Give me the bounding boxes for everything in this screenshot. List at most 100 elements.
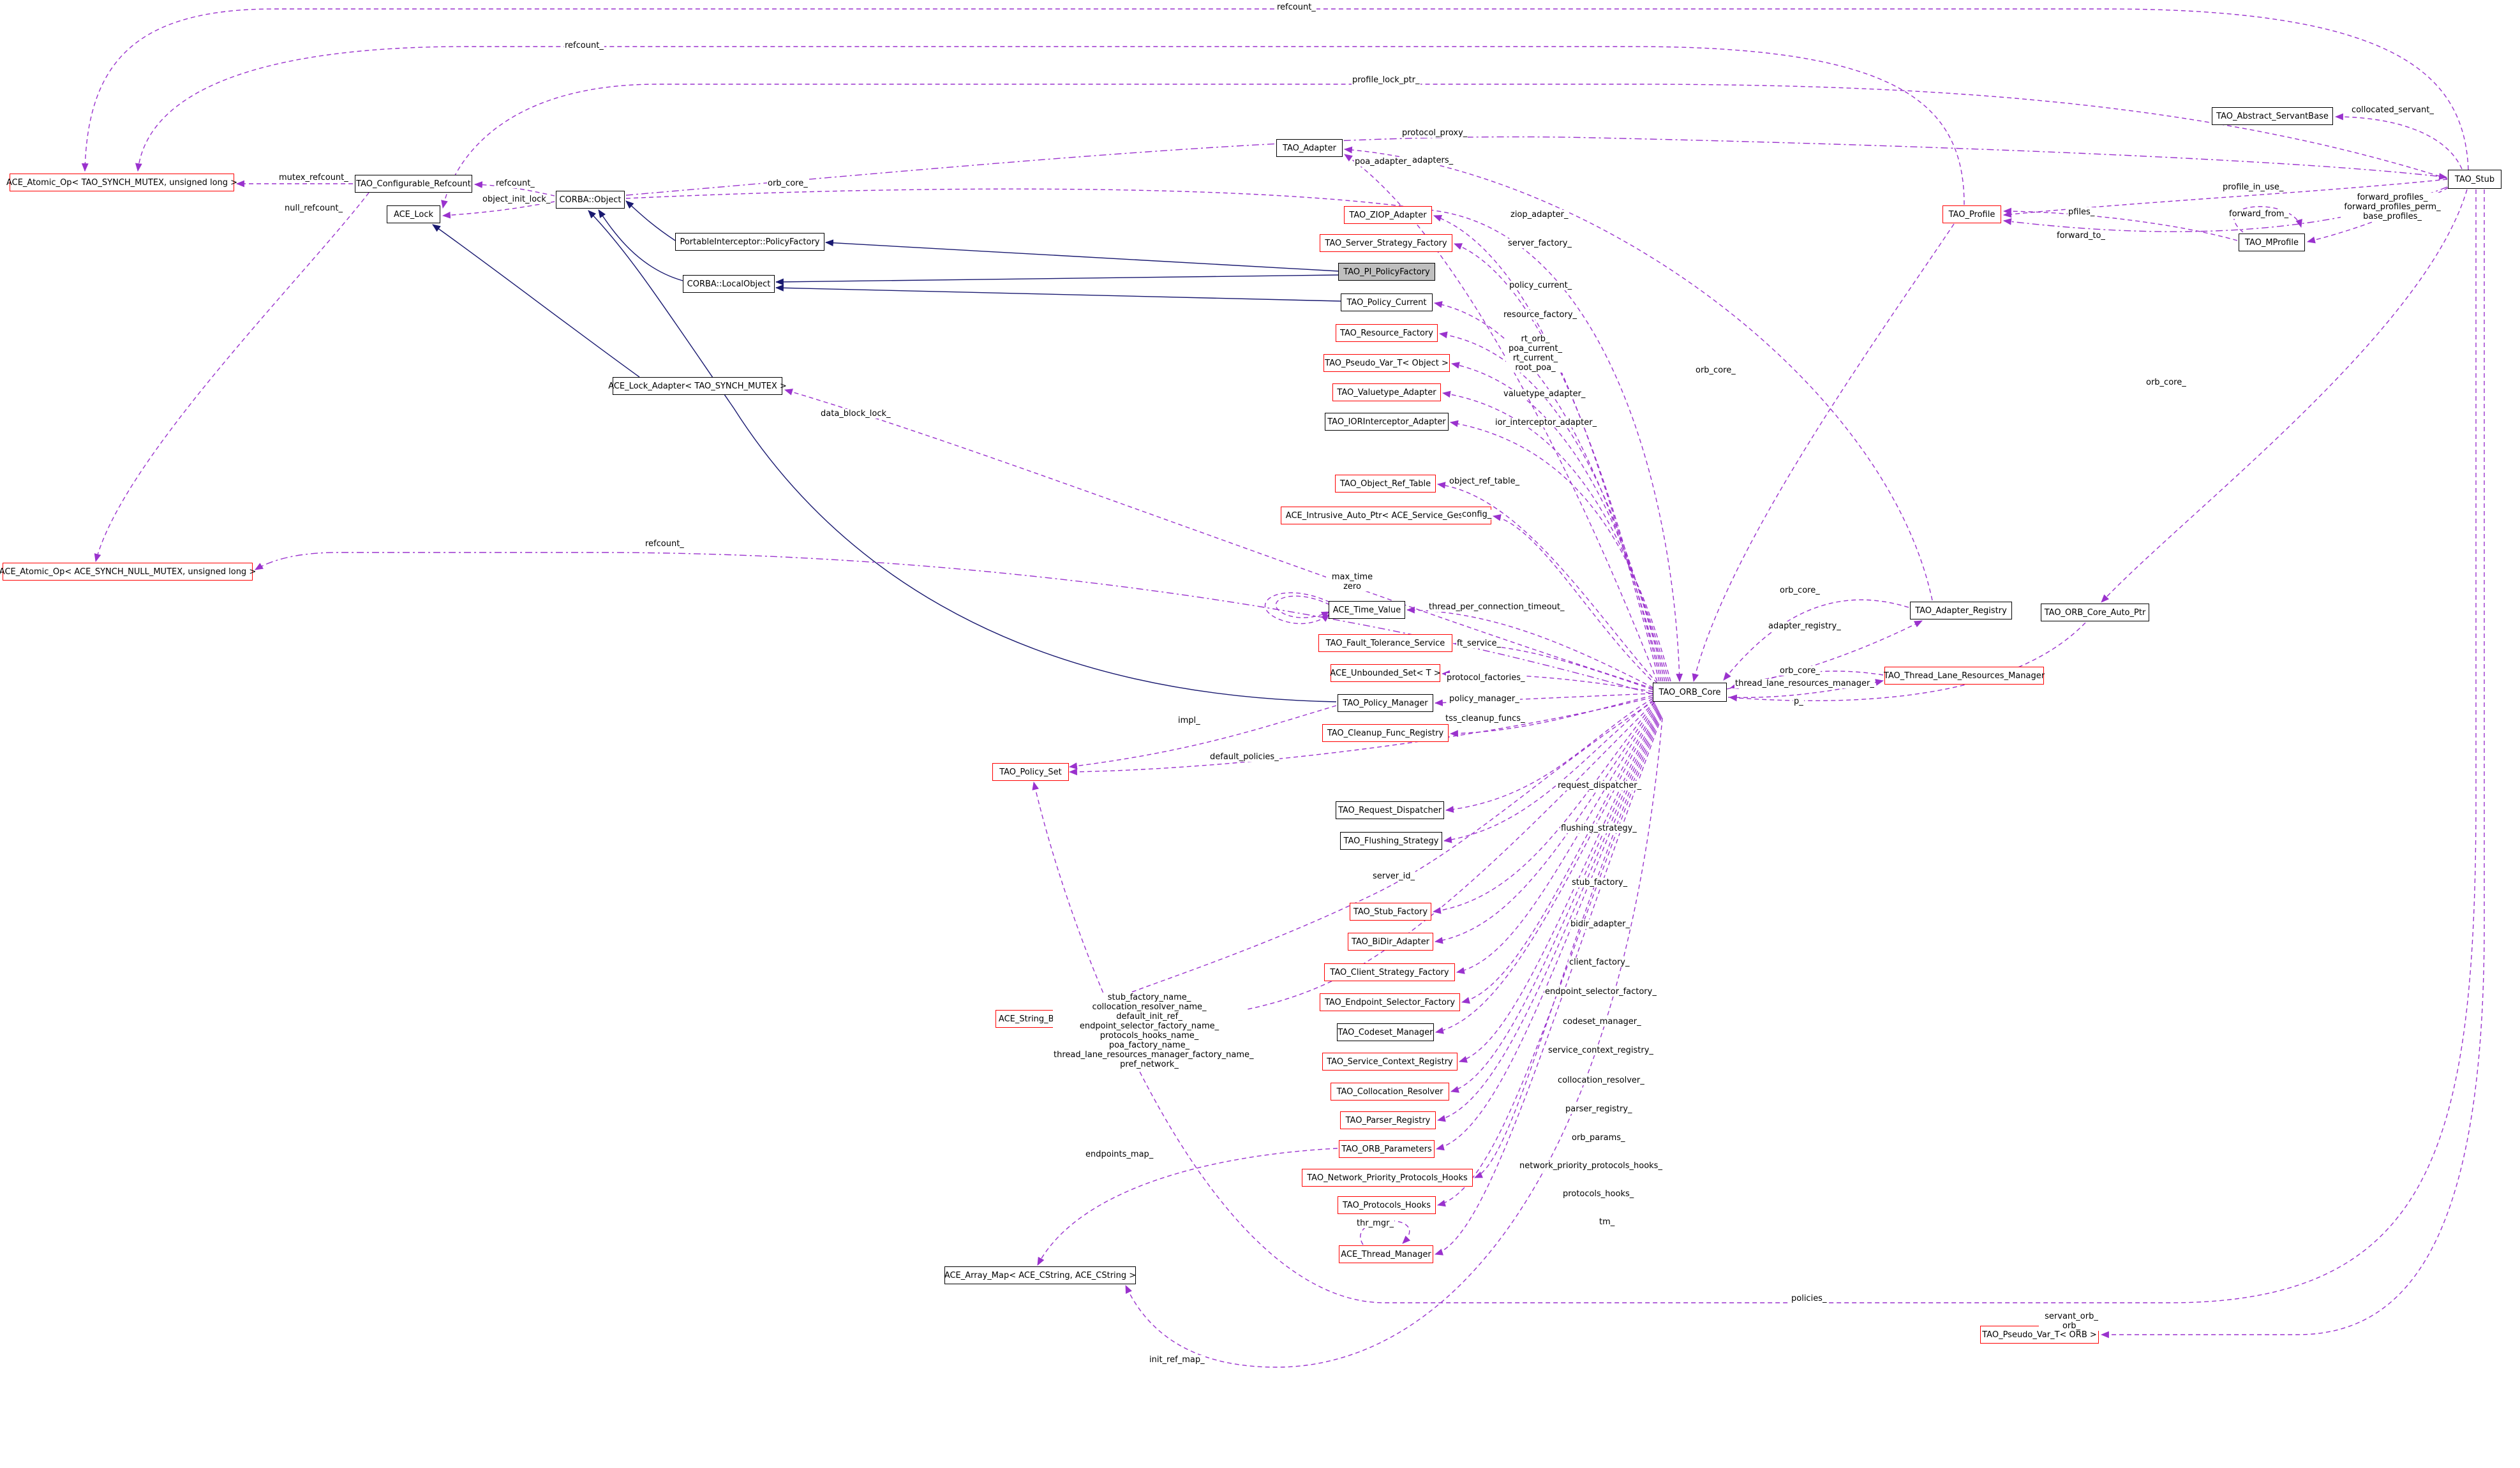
node-tao-stub[interactable]: TAO_Stub	[2448, 170, 2501, 189]
node-tao-orb-core-auto-ptr[interactable]: TAO_ORB_Core_Auto_Ptr	[2041, 604, 2149, 621]
node-ace-intrusive-auto-ptr[interactable]: ACE_Intrusive_Auto_Ptr< ACE_Service_Gest…	[1281, 507, 1491, 524]
node-tao-stub-factory[interactable]: TAO_Stub_Factory	[1350, 903, 1431, 921]
edge-server-id	[1089, 701, 1655, 1009]
edge-policy-manager	[1434, 693, 1653, 706]
edge-collocation-resolver	[1450, 709, 1659, 1093]
node-ace-time-value[interactable]: ACE_Time_Value	[1329, 601, 1405, 619]
node-tao-adapter[interactable]: TAO_Adapter	[1276, 139, 1343, 157]
node-tao-parser-registry[interactable]: TAO_Parser_Registry	[1340, 1111, 1436, 1129]
node-tao-endpoint-selector-factory[interactable]: TAO_Endpoint_Selector_Factory	[1320, 993, 1460, 1011]
edge-label-parser-registry: parser_registry_	[1565, 1104, 1633, 1114]
node-tao-thread-lane-resources-manager[interactable]: TAO_Thread_Lane_Resources_Manager	[1884, 667, 2045, 685]
edge-network-priority-protocols-hooks	[1474, 713, 1661, 1178]
edge-stub-orb-core	[2101, 189, 2468, 603]
edge-pi-policyfactory-to-localobject	[775, 274, 1339, 286]
edge-label-forward-to: forward_to_	[2056, 231, 2106, 241]
edge-default-policies	[1068, 697, 1653, 776]
edge-pi-policyfactory-to-policyfactory	[824, 239, 1339, 272]
edge-time-loop-max	[1275, 595, 1331, 618]
node-tao-bidir-adapter[interactable]: TAO_BiDir_Adapter	[1348, 933, 1433, 951]
node-tao-pi-policyfactory[interactable]: TAO_PI_PolicyFactory	[1338, 263, 1435, 281]
node-tao-policy-manager[interactable]: TAO_Policy_Manager	[1338, 694, 1433, 712]
edge-label-config: config_	[1461, 510, 1493, 519]
edge-thread-per-connection-timeout	[1406, 606, 1654, 688]
node-ace-array-map[interactable]: ACE_Array_Map< ACE_CString, ACE_CString …	[944, 1266, 1136, 1284]
edge-label-collocated-servant: collocated_servant_	[2351, 105, 2434, 115]
edge-label-adapter-registry: adapter_registry_	[1768, 621, 1842, 631]
edge-profile-in-use	[2002, 179, 2448, 218]
edge-data-block-lock	[784, 389, 1653, 689]
node-tao-profile[interactable]: TAO_Profile	[1942, 205, 2001, 223]
edge-label-refcount-stub: refcount_	[1276, 3, 1316, 12]
edge-client-factory	[1456, 704, 1657, 974]
node-ace-unbounded-set[interactable]: ACE_Unbounded_Set< T >	[1330, 664, 1441, 682]
edge-impl	[1068, 705, 1337, 769]
node-tao-policy-set[interactable]: TAO_Policy_Set	[992, 763, 1069, 781]
edge-label-server-id: server_id_	[1372, 871, 1416, 881]
node-tao-server-strategy-factory[interactable]: TAO_Server_Strategy_Factory	[1320, 234, 1452, 252]
node-tao-mprofile[interactable]: TAO_MProfile	[2239, 234, 2305, 251]
edge-label-refcount-orb-core: refcount_	[645, 539, 685, 549]
node-tao-policy-current[interactable]: TAO_Policy_Current	[1341, 293, 1433, 311]
node-tao-flushing-strategy[interactable]: TAO_Flushing_Strategy	[1340, 832, 1442, 850]
edge-label-request-dispatcher: request_dispatcher_	[1557, 781, 1643, 790]
edge-label-client-factory: client_factory_	[1569, 958, 1630, 967]
edge-endpoint-selector-factory	[1461, 706, 1657, 1004]
edge-label-init-ref-map: init_ref_map_	[1149, 1355, 1205, 1365]
node-tao-cleanup-func-registry[interactable]: TAO_Cleanup_Func_Registry	[1322, 724, 1449, 742]
node-tao-resource-factory[interactable]: TAO_Resource_Factory	[1336, 324, 1438, 342]
node-tao-protocols-hooks[interactable]: TAO_Protocols_Hooks	[1338, 1196, 1436, 1214]
edge-valuetype-adapter	[1442, 390, 1669, 682]
edge-collocated-servant	[2334, 113, 2463, 170]
edge-label-refcount-profile: refcount_	[564, 41, 604, 50]
node-tao-request-dispatcher[interactable]: TAO_Request_Dispatcher	[1336, 801, 1444, 819]
edge-config	[1492, 514, 1657, 686]
edge-poa-adapter	[1344, 154, 1658, 682]
edge-label-thread-per-connection-timeout: thread_per_connection_timeout_	[1428, 602, 1565, 612]
edge-localobject-to-corba-object	[598, 209, 683, 281]
node-tao-object-ref-table[interactable]: TAO_Object_Ref_Table	[1335, 475, 1436, 493]
edge-orb-core-refcount	[255, 552, 1653, 695]
edge-label-service-context-registry: service_context_registry_	[1547, 1046, 1654, 1055]
edge-label-protocol-proxy: protocol_proxy_	[1401, 128, 1468, 138]
node-tao-ziop-adapter[interactable]: TAO_ZIOP_Adapter	[1344, 206, 1432, 224]
edge-label-endpoints-map: endpoints_map_	[1085, 1150, 1154, 1159]
node-ace-lock-adapter-tao-synch-mutex[interactable]: ACE_Lock_Adapter< TAO_SYNCH_MUTEX >	[608, 377, 787, 395]
node-tao-client-strategy-factory[interactable]: TAO_Client_Strategy_Factory	[1324, 963, 1455, 981]
node-tao-valuetype-adapter[interactable]: TAO_Valuetype_Adapter	[1332, 383, 1441, 401]
edge-label-policies: policies_	[1791, 1294, 1828, 1303]
edge-label-adapters: adapters_	[1412, 156, 1454, 165]
edge-object-ref-table	[1436, 482, 1658, 684]
edge-label-thr-mgr: thr_mgr_	[1356, 1219, 1394, 1228]
edge-ior-interceptor-adapter	[1449, 420, 1671, 682]
node-tao-fault-tolerance-service[interactable]: TAO_Fault_Tolerance_Service	[1318, 634, 1452, 652]
edge-label-p: p_	[1793, 697, 1804, 706]
node-tao-orb-core[interactable]: TAO_ORB_Core	[1653, 683, 1727, 702]
node-tao-service-context-registry[interactable]: TAO_Service_Context_Registry	[1322, 1053, 1458, 1071]
node-tao-adapter-registry[interactable]: TAO_Adapter_Registry	[1910, 602, 2012, 619]
edge-label-thread-lane-resources-manager: thread_lane_resources_manager_	[1734, 679, 1875, 688]
edge-label-impl: impl_	[1177, 716, 1201, 725]
node-tao-pseudo-var-t-object[interactable]: TAO_Pseudo_Var_T< Object >	[1323, 354, 1450, 372]
association-edges	[81, 8, 2485, 1368]
node-portableinterceptor-policyfactory[interactable]: PortableInterceptor::PolicyFactory	[675, 233, 824, 251]
node-corba-localobject[interactable]: CORBA::LocalObject	[683, 275, 775, 293]
node-tao-configurable-refcount[interactable]: TAO_Configurable_Refcount	[355, 175, 472, 193]
node-ace-thread-manager[interactable]: ACE_Thread_Manager	[1339, 1245, 1433, 1263]
edge-label-ziop-adapter: ziop_adapter_	[1510, 210, 1569, 219]
edge-forward-from-loop	[2233, 206, 2302, 233]
node-tao-iorinterceptor-adapter[interactable]: TAO_IORInterceptor_Adapter	[1325, 413, 1449, 431]
edge-label-orb-core-adapter-registry: orb_core_	[1779, 586, 1821, 595]
node-tao-orb-parameters[interactable]: TAO_ORB_Parameters	[1339, 1140, 1435, 1158]
node-corba-object[interactable]: CORBA::Object	[556, 191, 625, 209]
node-tao-collocation-resolver[interactable]: TAO_Collocation_Resolver	[1331, 1083, 1449, 1101]
edge-object-init-lock	[442, 201, 555, 219]
node-tao-codeset-manager[interactable]: TAO_Codeset_Manager	[1337, 1023, 1434, 1041]
node-ace-atomic-op-tao-synch-mutex[interactable]: ACE_Atomic_Op< TAO_SYNCH_MUTEX, unsigned…	[6, 174, 237, 191]
node-ace-lock[interactable]: ACE_Lock	[387, 205, 440, 223]
node-tao-network-priority-protocols-hooks[interactable]: TAO_Network_Priority_Protocols_Hooks	[1302, 1169, 1473, 1187]
edge-orb-params	[1435, 712, 1660, 1151]
edge-object-protocol-proxy	[625, 136, 2448, 196]
node-tao-abstract-servantbase[interactable]: TAO_Abstract_ServantBase	[2212, 107, 2333, 125]
node-ace-atomic-op-null-mutex[interactable]: ACE_Atomic_Op< ACE_SYNCH_NULL_MUTEX, uns…	[0, 563, 256, 581]
